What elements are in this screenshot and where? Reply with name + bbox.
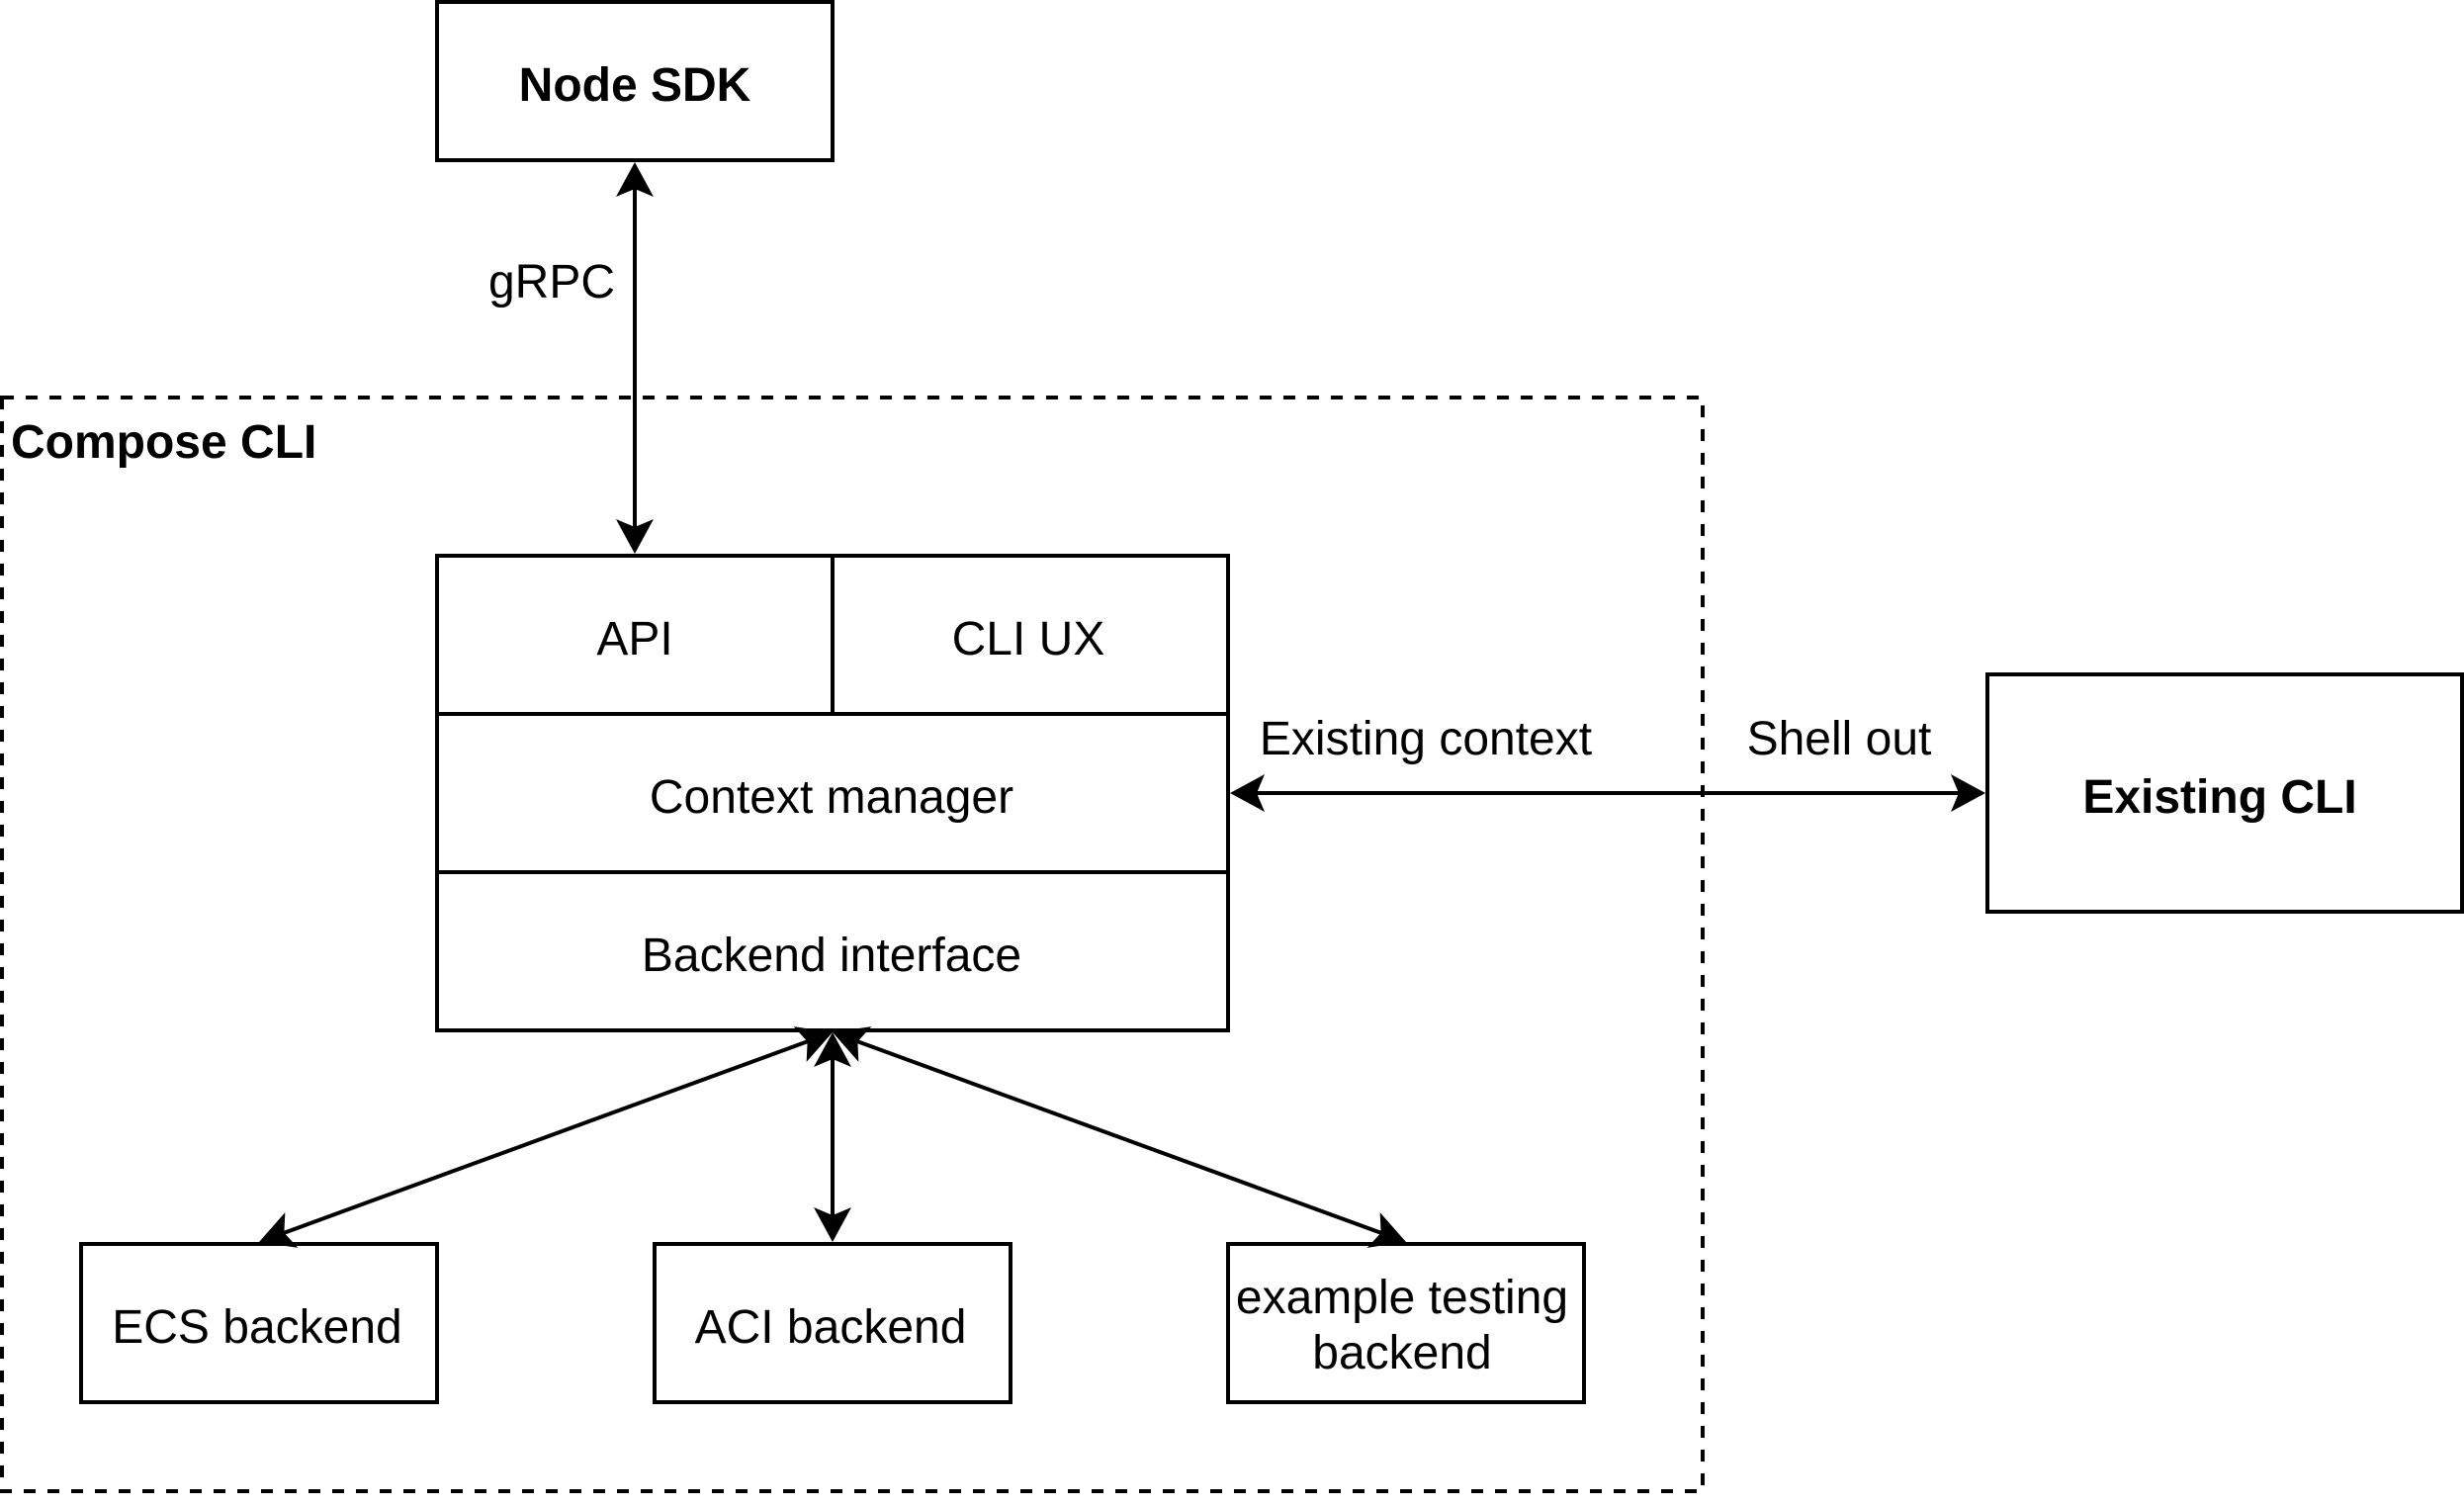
svg-text:Backend interface: Backend interface [642,930,1021,982]
svg-text:Compose CLI: Compose CLI [11,416,316,469]
svg-text:backend: backend [1312,1327,1491,1379]
svg-text:Existing context: Existing context [1260,713,1592,765]
svg-text:example testing: example testing [1236,1272,1568,1324]
svg-text:Context manager: Context manager [650,771,1013,824]
svg-text:Shell out: Shell out [1747,713,1932,765]
svg-text:API: API [596,613,672,665]
svg-text:ACI backend: ACI backend [695,1301,967,1354]
svg-text:Node SDK: Node SDK [519,59,751,112]
svg-text:Existing CLI: Existing CLI [2082,771,2356,824]
svg-text:gRPC: gRPC [488,256,615,309]
svg-text:ECS backend: ECS backend [112,1301,402,1354]
svg-text:CLI UX: CLI UX [952,613,1105,665]
